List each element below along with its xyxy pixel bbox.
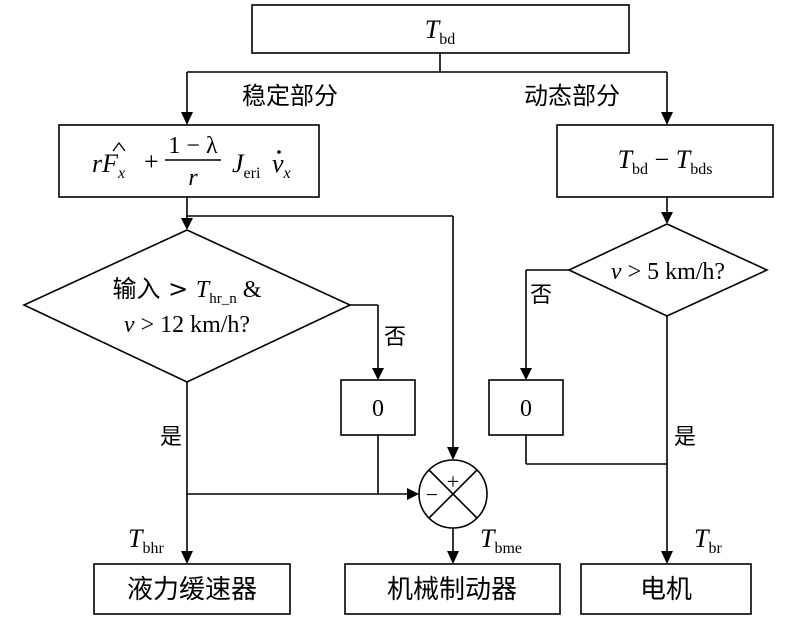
zero-block-left (340, 379, 416, 436)
svg-text:Jeri: Jeri (232, 149, 261, 182)
svg-text:rFx: rFx (92, 149, 125, 182)
output-name-mechanical: 机械制动器 (387, 575, 517, 605)
svg-text:r: r (188, 165, 198, 191)
top-block-label: Tbd (425, 15, 455, 48)
svg-text:vx: vx (272, 149, 291, 182)
output-name-motor: 电机 (640, 575, 692, 605)
stable-part-block (58, 124, 320, 198)
label-yes-left: 是 (160, 425, 182, 450)
zero-left-label: 0 (372, 396, 384, 422)
sum-minus-sign: − (426, 482, 438, 507)
decision-left (22, 229, 352, 383)
output-box-motor (580, 563, 752, 615)
output-torque-retarder: Tbhr (128, 524, 164, 557)
output-box-mechanical (344, 563, 561, 615)
svg-text:1 − λ: 1 − λ (168, 133, 218, 159)
branch-label-dynamic: 动态部分 (524, 82, 620, 110)
decision-left-line1: 输入 > Thr_n & (113, 275, 262, 307)
branch-label-stable: 稳定部分 (242, 82, 338, 110)
decision-left-line2: v > 12 km/h? (124, 312, 250, 338)
sum-cross-2 (428, 469, 478, 519)
arrowheads (181, 112, 673, 564)
output-torque-mechanical: Tbme (480, 524, 522, 557)
label-no-right: 否 (530, 283, 552, 308)
stable-formula: rFx + 1 − λ r Jeri vx (92, 133, 291, 191)
svg-text:+: + (144, 147, 159, 176)
decision-right-text: v > 5 km/h? (611, 259, 725, 285)
sum-plus-sign: + (447, 469, 459, 494)
label-yes-right: 是 (674, 425, 696, 450)
dynamic-formula: Tbd − Tbds (618, 145, 713, 178)
output-box-retarder (93, 563, 291, 615)
label-no-left: 否 (384, 325, 406, 350)
connectors (186, 53, 668, 555)
top-block (251, 4, 630, 54)
zero-right-label: 0 (520, 396, 532, 422)
dynamic-part-block (556, 124, 774, 198)
output-torque-motor: Tbr (694, 524, 722, 557)
output-name-retarder: 液力缓速器 (127, 575, 257, 605)
